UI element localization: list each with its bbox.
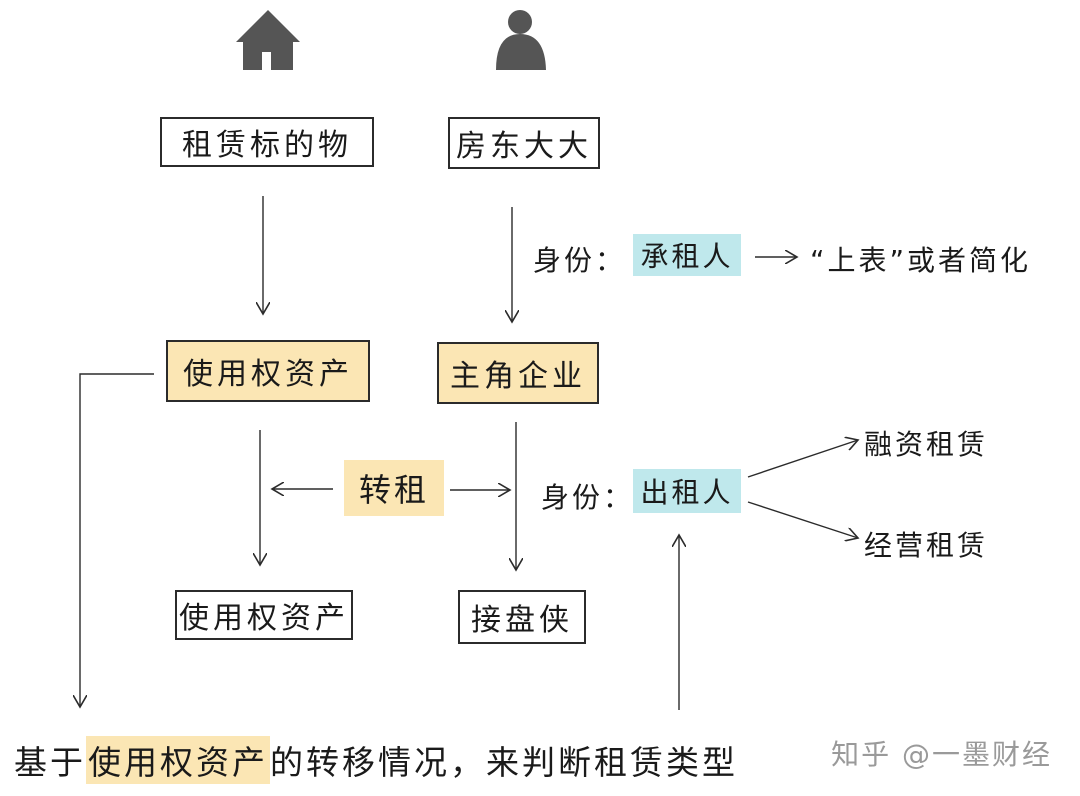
lessor-label: 出租人 bbox=[640, 476, 734, 509]
bottom-caption-prefix: 基于 bbox=[14, 743, 86, 782]
sublease-badge: 转租 bbox=[344, 460, 444, 516]
box-use-right-asset-2: 使用权资产 bbox=[175, 590, 353, 640]
box-use-right-asset-label: 使用权资产 bbox=[183, 357, 353, 392]
box-main-company: 主角企业 bbox=[437, 342, 599, 404]
bottom-caption-suffix: 的转移情况，来判断租赁类型 bbox=[270, 743, 738, 782]
identity-1-prefix: 身份： bbox=[533, 244, 627, 277]
arrow-to-operating-lease bbox=[747, 501, 858, 538]
identity-2-prefix: 身份： bbox=[541, 481, 635, 514]
box-landlord-label: 房东大大 bbox=[456, 129, 592, 164]
bottom-caption: 基于 使用权资产 的转移情况，来判断租赁类型 bbox=[14, 736, 738, 784]
arrow-use-right-to-bottom bbox=[80, 373, 154, 707]
box-successor: 接盘侠 bbox=[458, 590, 586, 644]
operating-lease-label: 经营租赁 bbox=[864, 529, 989, 562]
box-successor-label: 接盘侠 bbox=[471, 603, 573, 638]
identity-1-result: “上表”或者简化 bbox=[810, 244, 1032, 277]
box-subject-label: 租赁标的物 bbox=[182, 128, 352, 163]
person-icon bbox=[496, 10, 546, 70]
lessee-label: 承租人 bbox=[640, 240, 734, 273]
arrow-to-finance-lease bbox=[747, 440, 858, 478]
box-use-right-asset: 使用权资产 bbox=[166, 340, 370, 402]
box-landlord: 房东大大 bbox=[448, 117, 600, 169]
lessee-badge: 承租人 bbox=[633, 234, 741, 276]
bottom-caption-highlight: 使用权资产 bbox=[86, 736, 270, 784]
box-main-company-label: 主角企业 bbox=[450, 359, 586, 394]
finance-lease-label: 融资租赁 bbox=[864, 428, 989, 461]
sublease-label: 转租 bbox=[358, 471, 429, 509]
box-subject: 租赁标的物 bbox=[160, 117, 374, 167]
lessor-badge: 出租人 bbox=[633, 469, 741, 513]
box-use-right-asset-2-label: 使用权资产 bbox=[179, 601, 349, 636]
house-icon bbox=[236, 10, 300, 70]
watermark: 知乎 @一墨财经 bbox=[831, 738, 1052, 771]
